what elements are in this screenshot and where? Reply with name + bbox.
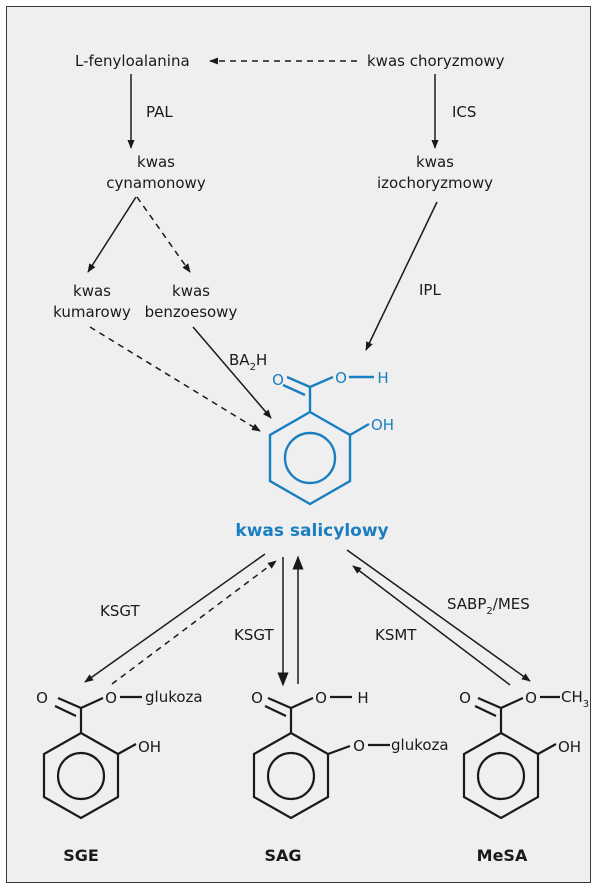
node-kwas-choryzmowy: kwas choryzmowy [367, 52, 505, 70]
mesa-structure [462, 695, 560, 820]
node-mesa: MeSA [477, 846, 528, 865]
node-kwas-izochoryzmowy-line1: kwas [416, 153, 454, 171]
mesa-ester-o: O [525, 689, 537, 707]
sge-structure [42, 695, 142, 820]
node-sge: SGE [63, 846, 99, 865]
arrow-cynamonowy-to-benzoesowy [136, 196, 191, 273]
enzyme-pal: PAL [146, 103, 173, 121]
node-kwas-cynamonowy-line1: kwas [137, 153, 175, 171]
sag-hydroxyl-h: H [357, 689, 368, 707]
mesa-oh: OH [558, 738, 581, 756]
enzyme-ksmt: KSMT [375, 626, 417, 644]
sa-carbonyl-o: O [272, 371, 284, 389]
node-l-fenyloalanina: L-fenyloalanina [75, 52, 190, 70]
sa-hydroxyl-o: O [335, 369, 347, 387]
sge-ester-o: O [105, 689, 117, 707]
sag-carbonyl-o: O [251, 689, 263, 707]
node-kwas-salicylowy: kwas salicylowy [235, 521, 388, 541]
enzyme-sabp2-mes: SABP2/MES [447, 595, 530, 617]
enzyme-ksgt-mid: KSGT [234, 626, 274, 644]
sag-glycoside-o: O [353, 737, 365, 755]
sa-hydroxyl-h: H [377, 369, 388, 387]
enzyme-ipl: IPL [419, 281, 441, 299]
node-kwas-kumarowy-line2: kumarowy [53, 303, 131, 321]
arrow-ba2h [192, 326, 272, 419]
arrow-kumarowy-to-salicylowy [89, 326, 261, 432]
sa-ring-oh: OH [371, 416, 394, 434]
sge-glukoza: glukoza [145, 688, 203, 706]
node-sag: SAG [264, 846, 301, 865]
sge-oh: OH [138, 738, 161, 756]
enzyme-ics: ICS [452, 103, 476, 121]
sge-carbonyl-o: O [36, 689, 48, 707]
node-kwas-benzoesowy-line2: benzoesowy [145, 303, 238, 321]
enzyme-ba2h: BA2H [229, 351, 267, 373]
sag-glukoza: glukoza [391, 736, 449, 754]
arrow-cynamonowy-to-kumarowy [87, 196, 137, 273]
mesa-methyl: CH3 [561, 688, 589, 710]
arrow-ksmt [352, 565, 511, 686]
node-kwas-kumarowy-line1: kwas [73, 282, 111, 300]
enzyme-ksgt-left: KSGT [100, 602, 140, 620]
arrow-sabp2-mes [346, 549, 531, 682]
node-kwas-izochoryzmowy-line2: izochoryzmowy [377, 174, 493, 192]
arrow-ipl [365, 201, 438, 351]
node-kwas-cynamonowy-line2: cynamonowy [106, 174, 206, 192]
sag-structure [252, 695, 390, 820]
sag-hydroxyl-o: O [315, 689, 327, 707]
node-kwas-benzoesowy-line1: kwas [172, 282, 210, 300]
salicylic-acid-structure [268, 375, 374, 506]
mesa-carbonyl-o: O [459, 689, 471, 707]
arrow-sge-to-salicylowy [111, 560, 277, 685]
arrow-ksgt-to-sge [84, 553, 266, 683]
